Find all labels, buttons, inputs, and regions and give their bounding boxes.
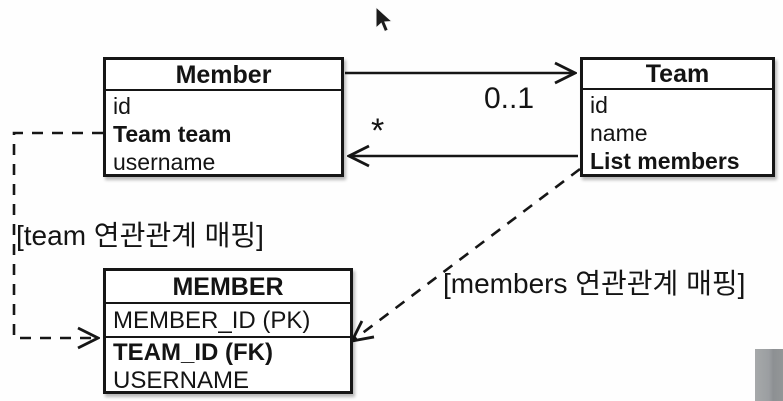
member-table-fk-row: TEAM_ID (FK) <box>113 339 273 366</box>
team-class-fields: id name List members <box>583 90 772 175</box>
mapping-team-field-dashed-line <box>12 131 103 338</box>
team-class-box: Team id name List members <box>580 57 775 177</box>
corner-window-fragment <box>755 349 783 401</box>
member-class-fields: id Team team username <box>106 91 341 176</box>
mouse-pointer-icon <box>375 6 394 33</box>
mapping-members-field-dashed-line <box>352 167 581 341</box>
multiplicity-label-0-1: 0..1 <box>484 82 535 115</box>
members-mapping-note: [members 연관관계 매핑] <box>443 268 746 299</box>
member-field-team: Team team <box>113 121 232 147</box>
member-db-table-box: MEMBER MEMBER_ID (PK) TEAM_ID (FK) USERN… <box>103 268 353 394</box>
team-field-id: id <box>590 92 608 118</box>
member-table-username-row: USERNAME <box>113 367 250 394</box>
member-class-box: Member id Team team username <box>103 57 344 177</box>
member-field-id: id <box>113 93 131 119</box>
member-field-username: username <box>113 149 216 175</box>
team-field-members: List members <box>590 148 740 174</box>
member-class-title: Member <box>106 60 341 91</box>
team-class-title: Team <box>583 60 772 90</box>
multiplicity-label-star: * <box>371 112 385 150</box>
team-field-name: name <box>590 120 648 146</box>
member-table-title: MEMBER <box>106 271 350 304</box>
team-mapping-note: [team 연관관계 매핑] <box>16 220 264 251</box>
member-table-pk-row: MEMBER_ID (PK) <box>106 304 350 338</box>
